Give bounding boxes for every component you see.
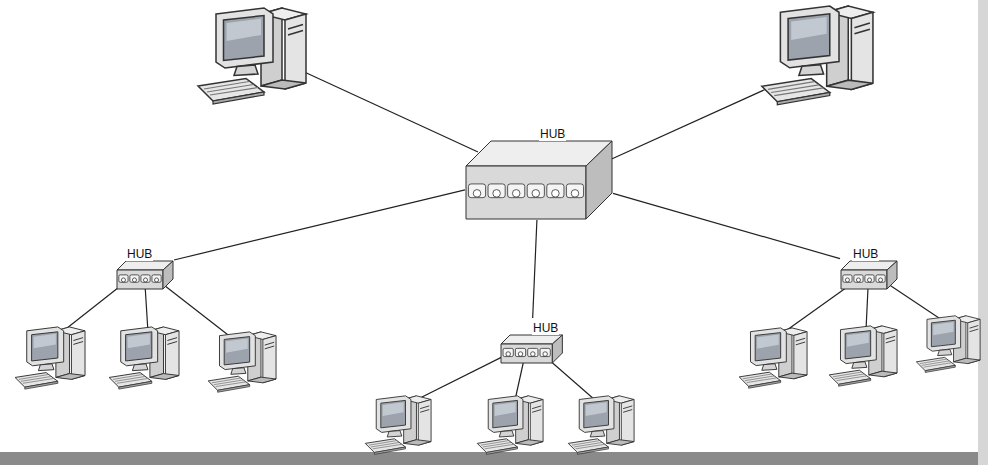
hub-illustration <box>465 140 613 220</box>
computer-icon <box>365 396 431 455</box>
hub-label: HUB <box>539 127 566 141</box>
computer-icon <box>739 328 807 388</box>
hub-label: HUB <box>126 247 153 261</box>
computer-icon <box>916 316 980 373</box>
computer-icon <box>109 327 179 389</box>
hub-node: HUB <box>500 318 563 364</box>
hub-label: HUB <box>852 247 879 261</box>
computer-icon <box>15 327 85 389</box>
hub-node: HUB <box>840 244 898 290</box>
network-link <box>174 190 465 260</box>
computer-icon <box>208 332 276 392</box>
computer-icon <box>829 326 897 386</box>
computer-icon <box>762 6 873 105</box>
hub-illustration <box>500 334 563 364</box>
hub-illustration <box>116 260 174 290</box>
hub-node: HUB <box>116 244 174 290</box>
hub-illustration <box>840 260 898 290</box>
computer-icon <box>198 8 306 104</box>
network-cables <box>62 70 945 402</box>
network-link <box>533 220 537 318</box>
computer-icon <box>568 396 634 455</box>
computer-icon <box>477 396 543 455</box>
hub-node: HUB <box>465 124 613 220</box>
network-link <box>613 193 840 258</box>
hub-label: HUB <box>532 321 559 335</box>
